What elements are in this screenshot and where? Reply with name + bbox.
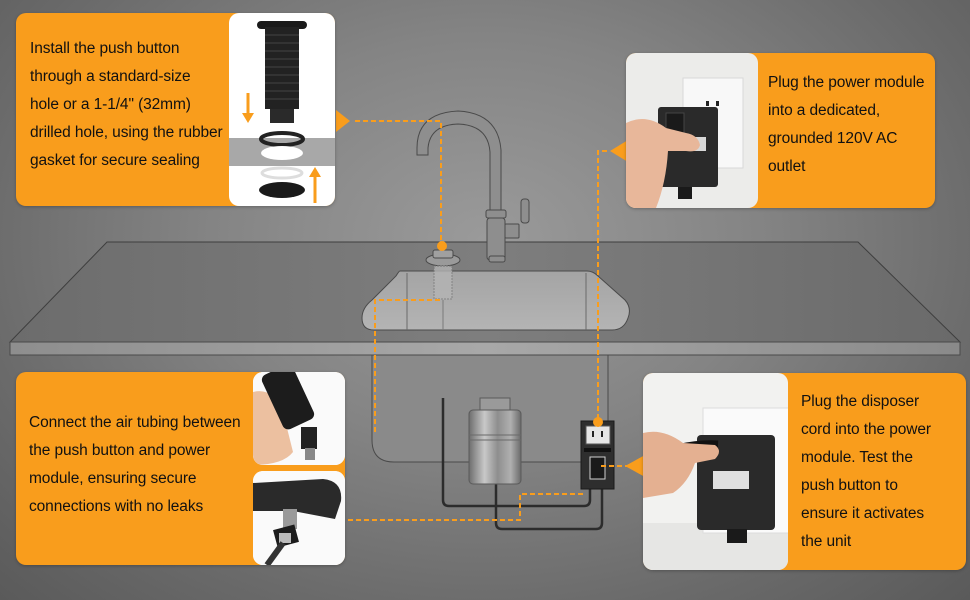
power-module [580, 420, 615, 490]
callout-pointers [336, 110, 645, 477]
power-module-outlet-photo [626, 53, 758, 208]
tubing-connector-photo [253, 471, 345, 565]
leader-dots [437, 241, 603, 427]
garbage-disposer [468, 397, 522, 485]
leader-lines [348, 120, 630, 521]
sink-basin [361, 270, 630, 331]
disposer-cord-plug-photo [643, 373, 788, 570]
callout-text: Install the push button through a standa… [30, 40, 223, 169]
tubing-connector-closeup-icon [253, 471, 345, 565]
push-button-parts-icon [229, 21, 335, 203]
hand-attaching-tubing-icon [253, 372, 345, 465]
hand-plugging-module-icon [626, 77, 744, 208]
push-button-exploded-photo [229, 13, 335, 206]
air-switch-push-button [425, 249, 461, 330]
callout-text: Connect the air tubing between the push … [29, 414, 241, 515]
callout-text: Plug the power module into a dedicated, … [768, 74, 925, 175]
power-cords [441, 398, 604, 531]
tubing-attach-photo [253, 372, 345, 465]
faucet [416, 110, 530, 263]
callout-text: Plug the disposer cord into the power mo… [801, 393, 931, 550]
hand-plugging-cord-icon [643, 407, 788, 570]
